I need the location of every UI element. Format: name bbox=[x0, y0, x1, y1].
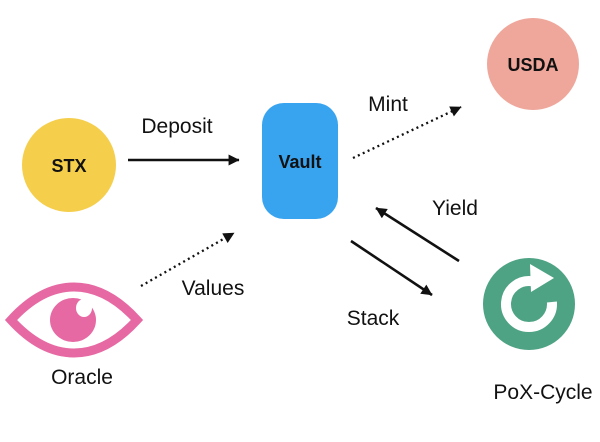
usda-label: USDA bbox=[507, 55, 558, 75]
cycle-arrowhead bbox=[530, 264, 554, 292]
pox-circle bbox=[483, 258, 575, 350]
edge-values: Values bbox=[140, 232, 245, 300]
node-oracle: Oracle bbox=[4, 282, 144, 389]
stack-label: Stack bbox=[347, 307, 400, 330]
yield-label: Yield bbox=[432, 197, 478, 220]
yield-arrow bbox=[375, 206, 460, 263]
vault-rect bbox=[262, 103, 338, 219]
pox-cycle-label: PoX-Cycle bbox=[493, 381, 592, 404]
edge-mint: Mint bbox=[352, 93, 462, 160]
node-usda: USDA bbox=[487, 18, 579, 110]
edge-deposit: Deposit bbox=[128, 115, 240, 166]
oracle-label: Oracle bbox=[51, 366, 113, 389]
stack-arrow bbox=[350, 239, 433, 297]
stx-circle bbox=[22, 118, 116, 212]
values-label: Values bbox=[182, 277, 245, 300]
refresh-cycle-icon bbox=[483, 258, 575, 350]
stx-label: STX bbox=[51, 156, 86, 176]
node-vault: Vault bbox=[262, 103, 338, 219]
mint-arrow bbox=[352, 105, 462, 160]
deposit-label: Deposit bbox=[141, 115, 212, 138]
edge-stack: Stack bbox=[347, 239, 433, 330]
node-stx: STX bbox=[22, 118, 116, 212]
eye-highlight bbox=[76, 299, 92, 317]
mint-label: Mint bbox=[368, 93, 408, 116]
usda-circle bbox=[487, 18, 579, 110]
node-pox-cycle: PoX-Cycle bbox=[483, 258, 593, 404]
values-arrow bbox=[140, 232, 235, 287]
vault-label: Vault bbox=[278, 152, 321, 172]
edge-yield: Yield bbox=[375, 197, 478, 263]
cycle-ring bbox=[501, 276, 557, 333]
eye-icon bbox=[4, 282, 144, 358]
